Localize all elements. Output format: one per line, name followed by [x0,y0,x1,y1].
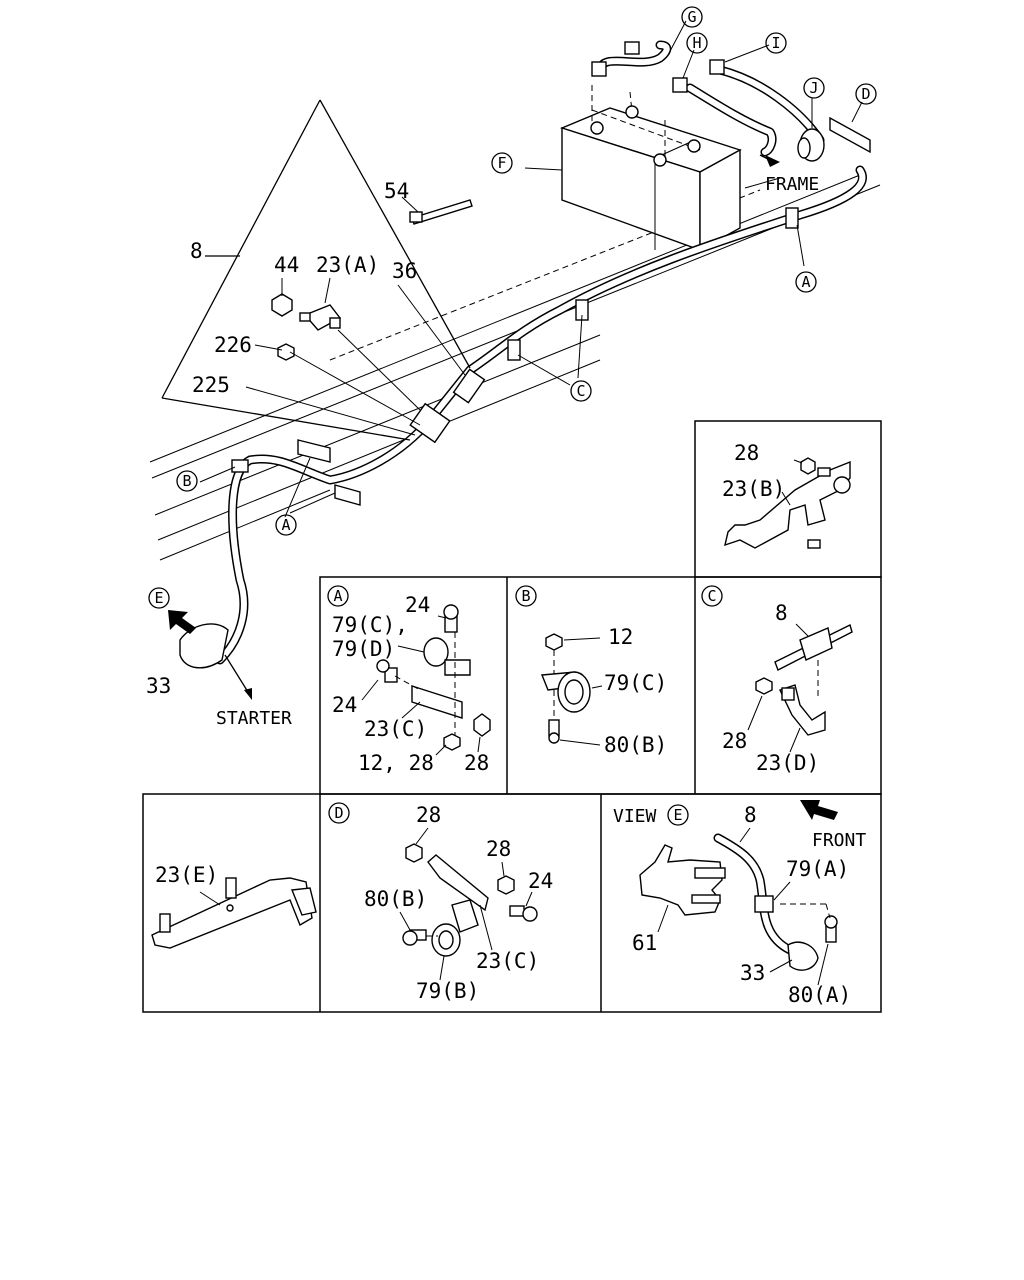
label-44: 44 [274,253,299,277]
panel-b: B 12 79(C) 80(B) [515,585,667,757]
battery-cables [591,40,871,162]
view-e-label-8: 8 [744,803,757,827]
panel-d-label-79b: 79(B) [416,979,479,1003]
label-225: 225 [192,373,230,397]
battery [559,85,742,252]
panel-d-label-24: 24 [528,869,553,893]
svg-text:C: C [707,587,716,605]
label-23a: 23(A) [316,253,379,277]
panel-d-label-80b: 80(B) [364,887,427,911]
panel-b-label-12: 12 [608,625,633,649]
panel-b-label-79c: 79(C) [604,671,667,695]
label-36: 36 [392,259,417,283]
harness-callout-triangle [161,99,471,441]
panel-a-label-24-left: 24 [332,693,357,717]
label-54: 54 [384,179,409,203]
callout-f: F [491,152,513,174]
view-e-letter: E [667,804,689,826]
callout-d: D [855,83,877,105]
svg-text:E: E [154,589,163,607]
label-frame: FRAME [765,174,819,195]
panel-d-label-28-right: 28 [486,837,511,861]
svg-text:C: C [576,382,585,400]
svg-text:H: H [692,34,701,52]
callout-j: J [803,77,825,99]
panel-d-label-28-top: 28 [416,803,441,827]
callout-b: B [176,470,198,492]
svg-text:B: B [182,472,191,490]
panel-a-label-79d: 79(D) [332,637,395,661]
panel-23e: 23(E) [151,863,317,949]
svg-text:A: A [333,587,342,605]
panel-a-label-12-28: 12, 28 [358,751,434,775]
label-226: 226 [214,333,252,357]
panel-a-label-79c: 79(C), [332,613,408,637]
label-starter: STARTER [216,708,292,729]
panel-23b-label-28: 28 [734,441,759,465]
panel-23e-label: 23(E) [155,863,218,887]
callout-e: E [148,587,170,609]
panel-c-letter: C [701,585,723,607]
view-e-label-80a: 80(A) [788,983,851,1007]
panel-23b: 28 23(B) [722,441,851,549]
svg-text:F: F [497,154,506,172]
panel-a-label-24-top: 24 [405,593,430,617]
label-33: 33 [146,674,171,698]
small-parts [271,199,473,361]
callout-h: H [686,32,708,54]
svg-text:A: A [801,273,810,291]
svg-text:E: E [673,806,682,824]
panel-d-label-23c: 23(C) [476,949,539,973]
leaders [199,20,863,518]
panel-frames [142,420,882,1013]
view-e-arrow [168,610,196,634]
view-e-label-79a: 79(A) [786,857,849,881]
panel-d-letter: D [328,802,350,824]
callout-a-right: A [795,271,817,293]
panel-b-letter: B [515,585,537,607]
panel-d: D 28 28 24 80(B) 23(C) 79(B) [328,802,553,1003]
svg-text:D: D [861,85,870,103]
main-assembly: 8 54 44 23(A) 36 226 225 33 FRAME STARTE… [146,6,881,729]
svg-text:D: D [334,804,343,822]
panel-c-label-28: 28 [722,729,747,753]
svg-text:B: B [521,587,530,605]
panel-23b-label-23b: 23(B) [722,477,785,501]
main-harness [179,165,867,700]
panel-a-letter: A [327,585,349,607]
view-e-label-61: 61 [632,931,657,955]
frame-rail [149,174,881,561]
svg-text:A: A [281,516,290,534]
view-e-front: FRONT [812,830,866,851]
panel-c-label-23d: 23(D) [756,751,819,775]
panel-a-label-28: 28 [464,751,489,775]
svg-text:G: G [687,8,696,26]
view-e-title: VIEW [613,806,657,827]
label-8: 8 [190,239,203,263]
panel-c-label-8: 8 [775,601,788,625]
svg-text:J: J [809,79,818,97]
callout-g: G [681,6,703,28]
panel-b-label-80b: 80(B) [604,733,667,757]
panel-a-label-23c: 23(C) [364,717,427,741]
view-e-label-33: 33 [740,961,765,985]
panel-c: C 8 28 23(D) [701,585,853,775]
panel-view-e: VIEW E FRONT 8 79(A) 61 33 80(A) [613,800,866,1007]
callout-i: I [765,32,787,54]
callout-a-left: A [275,514,297,536]
panel-a: A 24 79(C), 79(D) 24 23(C) 12, 28 28 [327,585,491,775]
svg-text:I: I [771,34,780,52]
callout-c: C [570,380,592,402]
